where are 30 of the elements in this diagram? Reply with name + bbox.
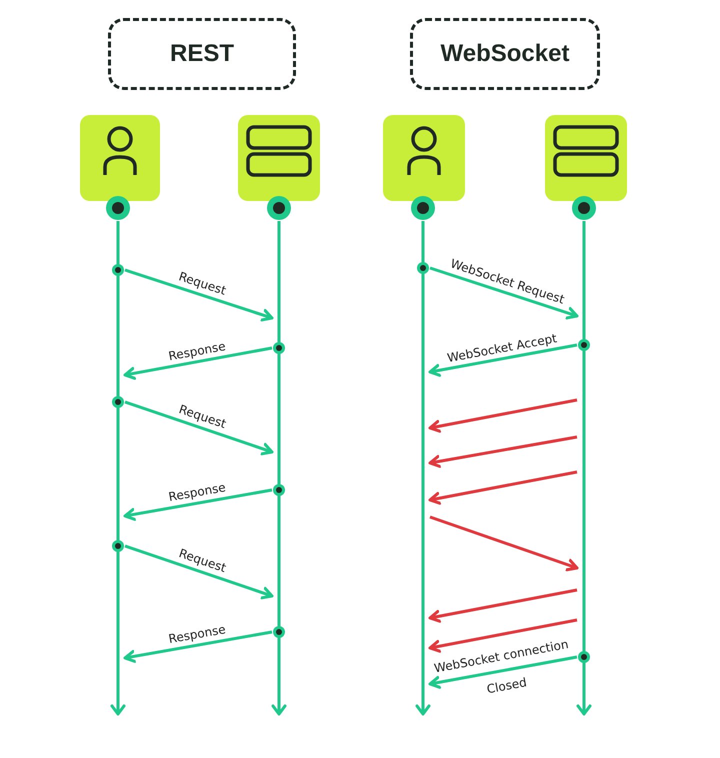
message-arrow xyxy=(428,588,578,623)
message-arrow xyxy=(428,398,578,433)
server-tile xyxy=(545,115,627,201)
edge-label: Response xyxy=(166,622,226,646)
lifeline-arrow xyxy=(416,221,430,716)
section-heading-box: WebSocket xyxy=(410,18,600,90)
message-arrow xyxy=(428,344,578,377)
message-arrow xyxy=(428,656,578,689)
edge-label: WebSocket connection Closed xyxy=(432,636,570,698)
message-arrow xyxy=(124,488,272,521)
edge-label: Response xyxy=(166,480,226,504)
message-arrow xyxy=(430,266,578,320)
section-heading-box: REST xyxy=(108,18,296,90)
message-arrow xyxy=(124,544,274,600)
lifeline-arrow xyxy=(272,221,286,716)
message-arrow xyxy=(124,400,274,456)
message-arrow xyxy=(124,346,272,380)
edge-label: WebSocket Accept xyxy=(446,330,558,365)
server-tile xyxy=(238,115,320,201)
message-arrow xyxy=(428,618,578,653)
message-arrow xyxy=(428,470,578,505)
edge-label: Response xyxy=(166,338,226,363)
client-tile xyxy=(80,115,160,201)
message-arrow xyxy=(124,630,272,663)
message-arrow xyxy=(430,516,578,572)
message-arrow xyxy=(428,436,578,468)
message-arrow xyxy=(124,268,274,322)
client-tile xyxy=(383,115,465,201)
lifeline-arrow xyxy=(111,221,125,716)
lifeline-arrow xyxy=(577,221,591,716)
